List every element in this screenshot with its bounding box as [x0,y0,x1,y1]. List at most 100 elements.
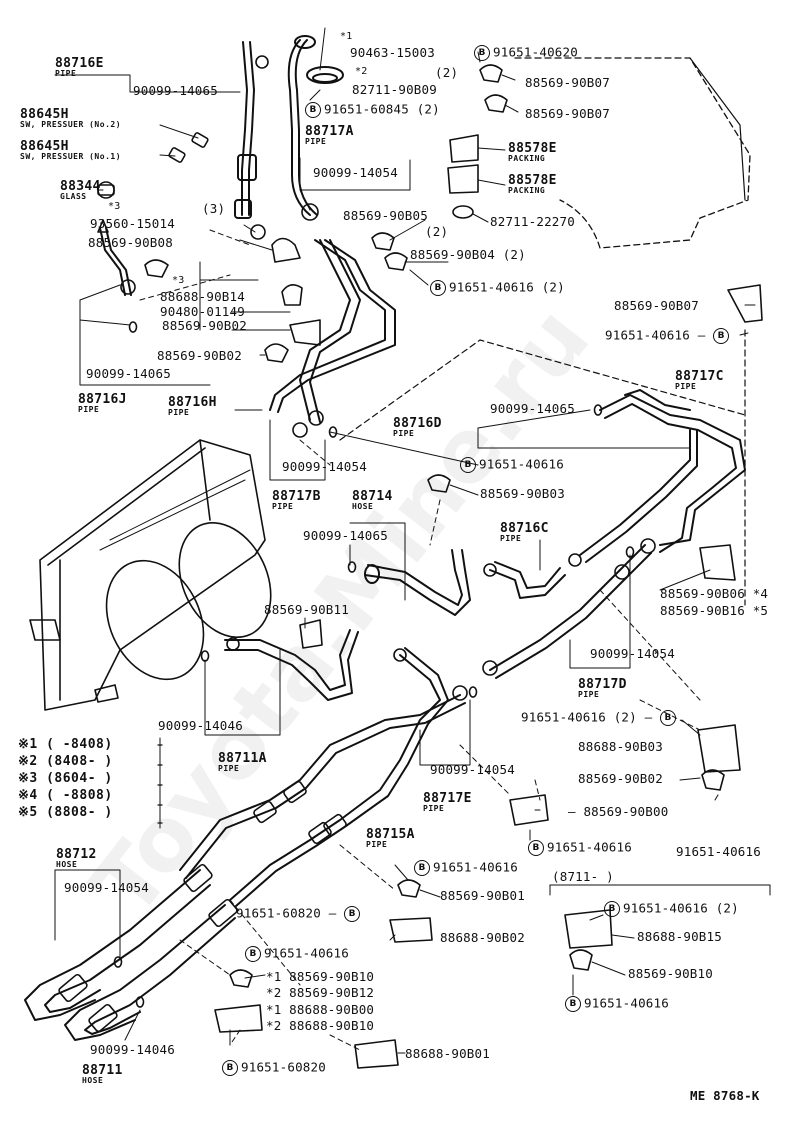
brackets [144,64,763,1069]
callout-90099-14054-top: 90099-14054 [313,165,398,180]
callout-91651-40616-2b: 91651-40616 (2) — B [521,710,679,726]
dashed-leader-88716D [339,339,746,441]
callout-90099-14054-hose: 90099-14054 [64,880,149,895]
callout-90099-14054-low: 90099-14054 [430,762,515,777]
hose-88714 [364,549,471,616]
callout-90099-14065-hose: 90099-14065 [303,528,388,543]
callout-88569-90B16: 88569-90B16 *5 [660,603,769,618]
hose-88711 [64,904,236,1041]
body-outline-2 [689,57,746,201]
pipe-88715A [229,647,449,907]
pipe-88716E [234,41,257,219]
callout-88569-90B10: 88569-90B10 [628,966,713,981]
legend-row-4: ※4 ( -8808) [18,788,113,803]
callout-88569-90B01: 88569-90B01 [440,888,525,903]
pipe-88716H [269,239,396,423]
callout-88569-90B00: — 88569-90B00 [568,804,669,819]
callout-88688-90B01: 88688-90B01 [405,1046,490,1061]
hose-88712 [24,869,211,1021]
callout-88569-90B11: 88569-90B11 [264,602,349,617]
document-code: ME 8768-K [690,1088,760,1103]
callout-model-range: (8711- ) [552,869,614,884]
callout-88688-90B02: 88688-90B02 [440,930,525,945]
legend-row-5: ※5 (8808- ) [18,805,113,820]
pipe-88716D [579,429,698,563]
callout-90099-14054-right: 90099-14054 [590,646,675,661]
pipe-88716C [489,561,566,599]
callout-88688-90B10: *2 88688-90B10 [266,1018,375,1033]
callout-82711-90B09: 82711-90B09 [352,82,437,97]
legend-row-2: ※2 (8408- ) [18,754,113,769]
pipe-88717D [489,544,652,679]
callout-88569-90B10-b: *1 88569-90B10 [266,969,375,984]
callout-90099-14065-mid: 90099-14065 [490,401,575,416]
callout-90099-14046-b: 90099-14046 [90,1042,175,1057]
callout-93560-15014: 93560-15014 [90,216,175,231]
callout-note-3b: *3 [172,275,185,286]
callout-note-3a: *3 [108,201,121,212]
callout-88688-90B00: *1 88688-90B00 [266,1002,375,1017]
callout-qty-2b: (2) [425,224,449,239]
callout-88569-90B02-a: 88569-90B02 [162,318,247,333]
callout-88569-90B07-c: 88569-90B07 [614,298,699,313]
callout-88569-90B02-c: 88569-90B02 [578,771,663,786]
pipe-88717E [179,694,466,879]
callout-91651-60820-a: 91651-60820 — B [236,906,363,922]
callout-88569-90B07-a: 88569-90B07 [525,75,610,90]
callout-88569-90B05: 88569-90B05 [343,208,428,223]
pipe-88711A [224,629,359,701]
callout-90099-14065-top: 90099-14065 [133,83,218,98]
callout-88569-90B02-b: 88569-90B02 [157,348,242,363]
callout-90099-14046-a: 90099-14046 [158,718,243,733]
callout-90099-14054-mid: 90099-14054 [282,459,367,474]
callout-90480-01149: 90480-01149 [160,304,245,319]
callout-88569-90B03: 88569-90B03 [480,486,565,501]
callout-90463-15003: 90463-15003 [350,45,435,60]
legend-row-3: ※3 (8604- ) [18,771,113,786]
cooling-unit [29,439,272,711]
callout-88688-90B15: 88688-90B15 [637,929,722,944]
body-outline [514,57,751,249]
callout-note-2a: *2 [355,66,368,77]
callout-88569-90B04: 88569-90B04 (2) [410,247,526,262]
callout-88688-90B14: 88688-90B14 [160,289,245,304]
callout-88569-90B07-b: 88569-90B07 [525,106,610,121]
callout-88569-90B06: 88569-90B06 *4 [660,586,769,601]
dashed-leaders [139,229,701,1051]
callout-note-1a: *1 [340,31,353,42]
serial-legend: ※1 ( -8408) ※2 (8408- ) ※3 (8604- ) ※4 (… [18,738,113,823]
callout-82711-22270: 82711-22270 [490,214,575,229]
